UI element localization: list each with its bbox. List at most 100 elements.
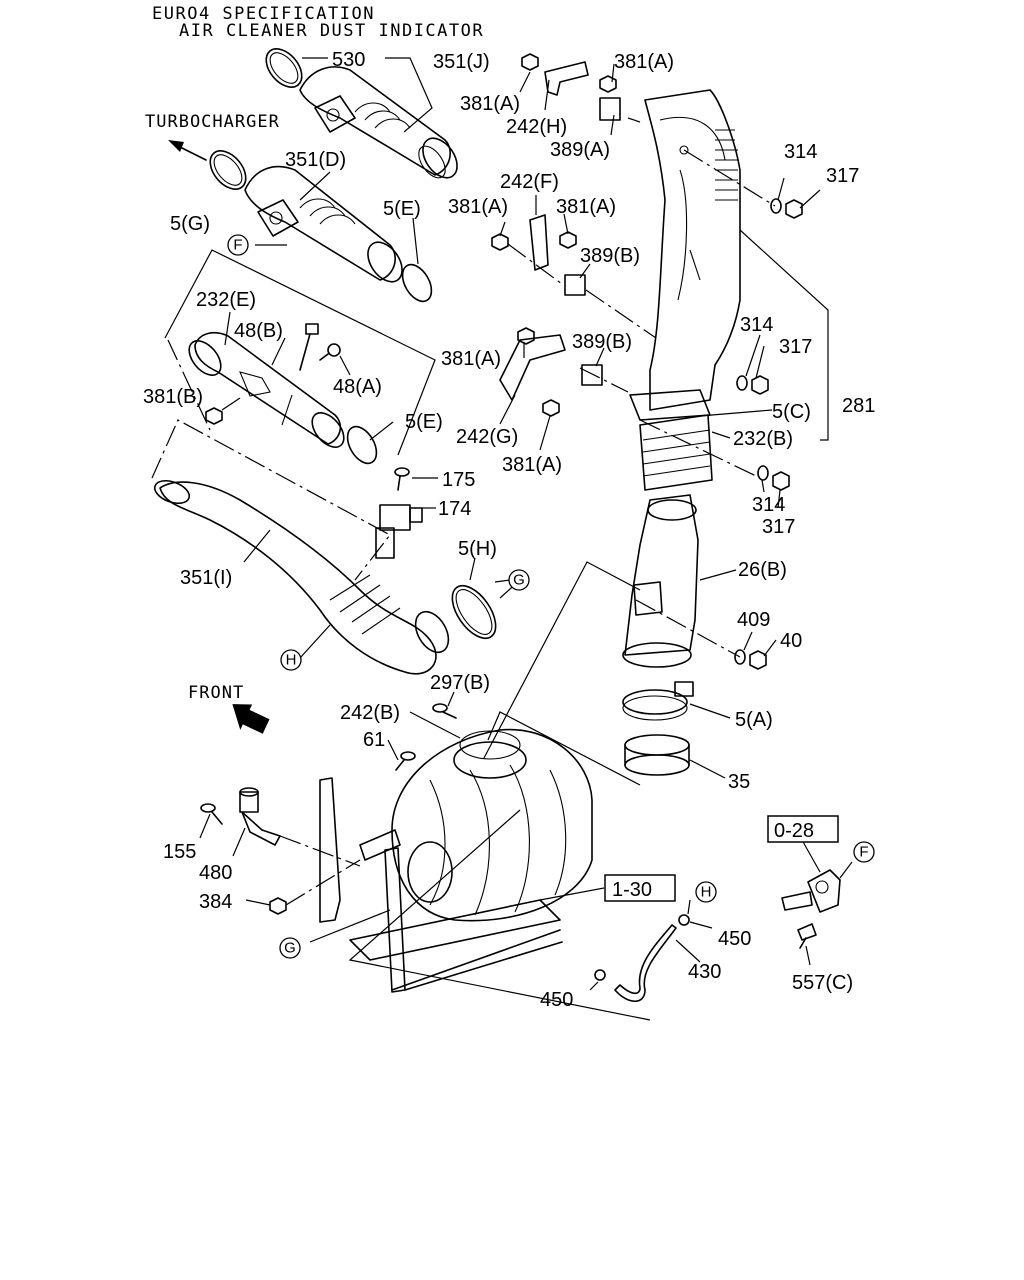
- callout-317: 317: [779, 336, 812, 358]
- callout-5-e: 5(E): [383, 198, 421, 220]
- sensor-174: [375, 504, 423, 559]
- circle-ref-g-upper: G: [508, 569, 530, 591]
- circle-ref-h-lower: H: [695, 881, 717, 903]
- callout-5-g: 5(G): [170, 213, 210, 235]
- circle-ref-label: H: [286, 652, 297, 669]
- callout-381-a: 381(A): [448, 196, 508, 218]
- clamp-5-e-lower: [346, 425, 378, 465]
- callout-381-a: 381(A): [460, 93, 520, 115]
- header-line-1: EURO4 SPECIFICATION: [152, 4, 375, 24]
- hose-351-d: [244, 165, 403, 283]
- mounting-bracket: [319, 777, 563, 993]
- ref-box-1-30: 1-30: [604, 874, 676, 902]
- hose-232-b: [639, 414, 713, 491]
- hose-351-i: [153, 479, 450, 675]
- callout-26-b: 26(B): [738, 559, 787, 581]
- circle-ref-f-lower: F: [853, 841, 875, 863]
- clamp-530: [265, 48, 303, 88]
- screw-175: [394, 467, 410, 491]
- callout-351-j: 351(J): [433, 51, 490, 73]
- callout-5-a: 5(A): [735, 709, 773, 731]
- callout-381-a: 381(A): [441, 348, 501, 370]
- callout-5-e: 5(E): [405, 411, 443, 433]
- callout-389-a: 389(A): [550, 139, 610, 161]
- callout-384: 384: [199, 891, 232, 913]
- front-label: FRONT: [188, 683, 244, 703]
- circle-ref-label: H: [701, 884, 712, 901]
- ref-box-0-28: 0-28: [767, 815, 839, 843]
- callout-232-b: 232(B): [733, 428, 793, 450]
- callout-232-e: 232(E): [196, 289, 256, 311]
- callout-530: 530: [332, 49, 365, 71]
- callout-381-a: 381(A): [502, 454, 562, 476]
- callout-35: 35: [728, 771, 750, 793]
- callout-389-b: 389(B): [580, 245, 640, 267]
- callout-61: 61: [363, 729, 385, 751]
- ring-35: [624, 734, 690, 776]
- connector-232-e: [188, 331, 345, 448]
- air-cleaner-housing: [349, 728, 593, 961]
- callout-381-a: 381(A): [556, 196, 616, 218]
- clamp-5-h: [451, 584, 497, 640]
- callout-351-i: 351(I): [180, 567, 232, 589]
- bolt-61: [395, 751, 416, 771]
- callout-450: 450: [540, 989, 573, 1011]
- circle-ref-h-upper: H: [280, 649, 302, 671]
- nut-384: [269, 897, 287, 915]
- callout-409: 409: [737, 609, 770, 631]
- ref-box-label: 0-28: [774, 820, 814, 842]
- callout-5-h: 5(H): [458, 538, 497, 560]
- dust-indicator-assembly: [781, 869, 841, 949]
- callout-155: 155: [163, 841, 196, 863]
- ref-box-label: 1-30: [612, 879, 652, 901]
- intake-duct-281: [629, 89, 741, 421]
- callout-242-h: 242(H): [506, 116, 567, 138]
- callout-480: 480: [199, 862, 232, 884]
- hose-430: [614, 924, 677, 1003]
- callout-242-f: 242(F): [500, 171, 559, 193]
- circle-ref-label: F: [859, 844, 868, 861]
- callout-351-d: 351(D): [285, 149, 346, 171]
- bolt-48-b: [299, 323, 319, 371]
- turbocharger-arrow-icon: [168, 140, 207, 161]
- callout-314: 314: [784, 141, 817, 163]
- callout-314: 314: [752, 494, 785, 516]
- callout-381-b: 381(B): [143, 386, 203, 408]
- hose-351-j: [299, 66, 458, 179]
- callout-174: 174: [438, 498, 471, 520]
- callout-5-c: 5(C): [772, 401, 811, 423]
- indicator-480: [239, 787, 281, 846]
- leader-lines: [199, 57, 853, 991]
- callout-labels: 530 351(J) 381(A) 381(A) 242(H) 389(A) 3…: [143, 49, 875, 1011]
- callout-48-a: 48(A): [333, 376, 382, 398]
- assembly-outlines: [151, 229, 829, 1021]
- circle-ref-g-lower: G: [279, 937, 301, 959]
- clamp-5-g: [209, 150, 247, 190]
- callout-281: 281: [842, 395, 875, 417]
- bolt-297-b: [432, 703, 457, 719]
- circle-ref-label: G: [513, 572, 525, 589]
- front-arrow-icon: [232, 704, 270, 734]
- callout-557-c: 557(C): [792, 972, 853, 994]
- callout-314: 314: [740, 314, 773, 336]
- insulators-389: [564, 97, 621, 386]
- circle-ref-label: G: [284, 940, 296, 957]
- circle-ref-label: F: [233, 237, 242, 254]
- callout-317: 317: [762, 516, 795, 538]
- callout-175: 175: [442, 469, 475, 491]
- clamp-5-e-upper: [401, 263, 433, 303]
- callout-389-b: 389(B): [572, 331, 632, 353]
- nut-381-b: [205, 407, 223, 425]
- bolt-155: [200, 803, 223, 825]
- turbocharger-label: TURBOCHARGER: [145, 112, 280, 132]
- callout-450: 450: [718, 928, 751, 950]
- bolt-48-a: [319, 343, 341, 361]
- clamp-5-a: [622, 681, 694, 721]
- washer-nut-314-317: [736, 198, 803, 491]
- duct-26-b: [622, 494, 699, 668]
- callout-242-b: 242(B): [340, 702, 400, 724]
- header-line-2: AIR CLEANER DUST INDICATOR: [179, 21, 485, 41]
- callout-430: 430: [688, 961, 721, 983]
- callout-242-g: 242(G): [456, 426, 518, 448]
